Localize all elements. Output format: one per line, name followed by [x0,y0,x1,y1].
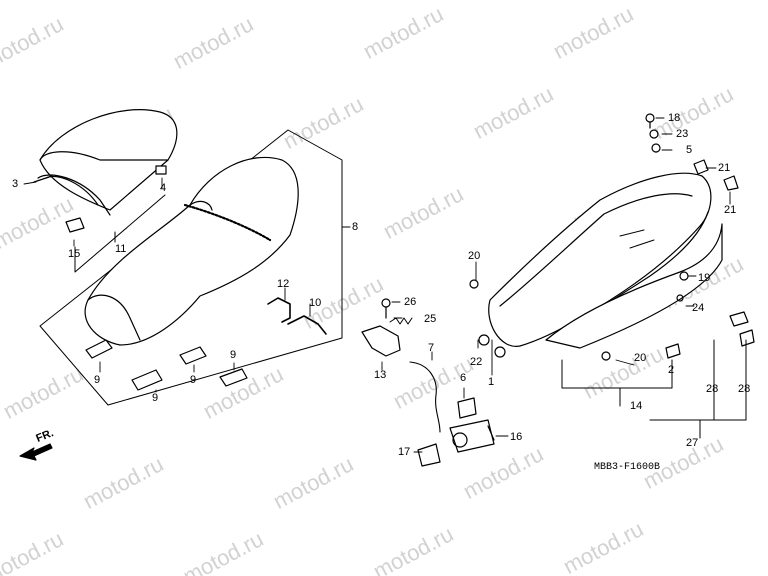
part-clip-15 [65,217,85,233]
clip-21 [693,159,709,175]
bolt-20 [601,351,611,361]
seat-lock [449,419,495,453]
callout-26: 26 [404,296,417,308]
callout-7: 7 [428,342,435,354]
callout-15: 15 [68,248,81,260]
clip-2 [665,343,681,359]
clip-21 [723,175,739,191]
callout-28: 28 [706,383,719,395]
callout-19: 19 [698,272,711,284]
callout-20: 20 [468,250,481,262]
callout-22: 22 [470,356,483,368]
callout-21: 21 [718,162,731,174]
grommet-22 [494,346,506,358]
callout-4: 4 [160,182,167,194]
bolt-20 [469,279,479,289]
grommet-28 [729,311,749,327]
diagram-code: MBB3-F1600B [594,462,661,473]
wire-hook-10 [287,315,327,335]
callout-12: 12 [277,278,290,290]
callout-21: 21 [724,204,737,216]
callout-14: 14 [630,400,643,412]
callout-13: 13 [374,369,387,381]
callout-28: 28 [738,383,751,395]
collar-5 [651,143,661,153]
callout-25: 25 [424,313,437,325]
callout-27: 27 [686,437,699,449]
front-arrow [19,443,53,461]
spring-25 [389,317,413,325]
callout-24: 24 [692,302,705,314]
wire-hook-12 [267,297,291,323]
callout-16: 16 [510,431,523,443]
seat-hook [219,368,248,387]
callout-5: 5 [686,144,693,156]
seat-hook [85,339,113,359]
callout-8: 8 [352,221,359,233]
washer-23 [649,129,659,139]
seat-hook [179,346,207,365]
callout-9: 9 [230,349,237,361]
callout-9: 9 [190,374,197,386]
callout-20: 20 [634,352,647,364]
callout-23: 23 [676,128,689,140]
grommet-22 [478,334,490,346]
latch-bracket [361,325,401,357]
pillion-seat [33,109,178,216]
cable-holder [457,397,477,419]
callout-17: 17 [398,446,411,458]
callout-3: 3 [12,178,19,190]
seat-cable [409,361,441,433]
callout-9: 9 [152,392,159,404]
lock-bracket [417,443,441,467]
grommet-24 [676,294,684,302]
callout-2: 2 [668,364,675,376]
part-block-4 [155,165,167,175]
seat-hook [131,369,163,391]
main-seat [84,156,299,346]
callout-10: 10 [309,297,322,309]
callout-11: 11 [115,243,127,255]
callout-1: 1 [488,376,495,388]
side-cowl [545,223,723,349]
bolt-26 [381,298,391,308]
callout-6: 6 [460,372,467,384]
callout-9: 9 [94,374,101,386]
callout-18: 18 [668,112,681,124]
grommet-28 [739,329,755,347]
bolt-18 [645,113,655,123]
